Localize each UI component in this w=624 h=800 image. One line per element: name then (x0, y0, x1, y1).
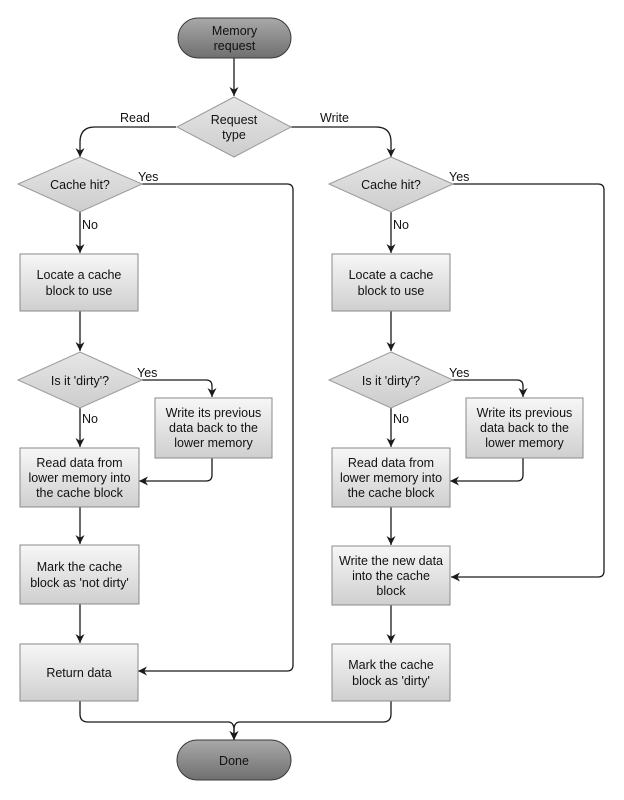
done-label: Done (219, 754, 249, 768)
write-new-line-3: block (376, 584, 406, 598)
read-return-data-block: Return data (19, 643, 139, 702)
edge-labels: Read Write Yes No Yes No Yes No Yes No (82, 111, 469, 426)
write-read-lower-line-2: lower memory into (340, 471, 442, 485)
write-write-back-line-2: data back to the (480, 421, 569, 435)
edge-label-write-hit-no: No (393, 218, 409, 232)
read-read-lower-line-3: the cache block (36, 486, 124, 500)
write-cache-hit-decision: Cache hit? (327, 156, 455, 213)
write-write-back-block: Write its previous data back to the lowe… (465, 397, 584, 459)
read-is-dirty-decision: Is it 'dirty'? (16, 351, 144, 409)
edge-label-read-hit-no: No (82, 218, 98, 232)
write-read-lower-line-3: the cache block (348, 486, 436, 500)
edge-read-branch (75, 126, 176, 157)
write-is-dirty-label: Is it 'dirty'? (362, 374, 420, 388)
write-write-back-line-3: lower memory (485, 436, 564, 450)
edge-label-read-hit-yes: Yes (138, 170, 158, 184)
request-type-label-line-2: type (222, 128, 246, 142)
read-mark-not-dirty-block: Mark the cache block as 'not dirty' (19, 544, 140, 605)
read-write-back-line-3: lower memory (174, 436, 253, 450)
edge-write-branch (291, 126, 396, 157)
edge-label-read: Read (120, 111, 150, 125)
request-type-decision: Request type (175, 96, 293, 158)
write-new-line-2: into the cache (352, 569, 430, 583)
write-new-line-1: Write the new data (339, 554, 443, 568)
read-cache-hit-label: Cache hit? (50, 178, 110, 192)
read-locate-block: Locate a cache block to use (19, 253, 139, 312)
edge-label-write-dirty-no: No (393, 412, 409, 426)
edge-read-writeback-to-readlower (139, 458, 213, 486)
read-write-back-line-2: data back to the (169, 421, 258, 435)
write-mark-line-2: block as 'dirty' (352, 674, 430, 688)
write-locate-line-1: Locate a cache (349, 268, 434, 282)
edge-read-dirty-yes (142, 379, 217, 397)
write-read-lower-line-1: Read data from (348, 456, 434, 470)
read-read-lower-line-1: Read data from (36, 456, 122, 470)
read-read-lower-block: Read data from lower memory into the cac… (19, 447, 140, 508)
read-locate-line-2: block to use (46, 284, 113, 298)
write-cache-hit-label: Cache hit? (361, 178, 421, 192)
write-is-dirty-decision: Is it 'dirty'? (327, 351, 455, 409)
start-label-line-2: request (214, 39, 256, 53)
edge-read-hit-yes (138, 183, 294, 676)
read-read-lower-line-2: lower memory into (28, 471, 130, 485)
write-new-data-block: Write the new data into the cache block (331, 545, 451, 606)
edge-label-write: Write (320, 111, 349, 125)
edge-write-writeback-to-readlower (450, 458, 524, 486)
done-node: Done (176, 739, 292, 781)
write-locate-line-2: block to use (358, 284, 425, 298)
start-label-line-1: Memory (212, 24, 258, 38)
read-is-dirty-label: Is it 'dirty'? (51, 374, 109, 388)
edge-label-read-dirty-yes: Yes (137, 366, 157, 380)
write-locate-block: Locate a cache block to use (331, 253, 451, 312)
edge-write-hit-yes (451, 183, 605, 582)
edge-label-write-hit-yes: Yes (449, 170, 469, 184)
read-locate-line-1: Locate a cache (37, 268, 122, 282)
read-write-back-line-1: Write its previous (166, 406, 262, 420)
connectors (75, 58, 605, 740)
edge-write-dirty-yes (453, 379, 528, 397)
edge-label-read-dirty-no: No (82, 412, 98, 426)
read-mark-line-1: Mark the cache (37, 560, 123, 574)
write-mark-dirty-block: Mark the cache block as 'dirty' (331, 643, 451, 702)
edge-write-mark-to-done (229, 701, 392, 740)
read-write-back-block: Write its previous data back to the lowe… (154, 397, 273, 459)
read-mark-line-2: block as 'not dirty' (30, 576, 129, 590)
write-read-lower-block: Read data from lower memory into the cac… (331, 447, 451, 508)
write-mark-line-1: Mark the cache (348, 658, 434, 672)
start-node: Memory request (177, 17, 292, 59)
read-cache-hit-decision: Cache hit? (16, 156, 144, 213)
write-write-back-line-1: Write its previous (477, 406, 573, 420)
edge-read-return-to-done (79, 701, 239, 740)
edge-label-write-dirty-yes: Yes (449, 366, 469, 380)
read-return-label: Return data (46, 666, 111, 680)
request-type-label-line-1: Request (211, 113, 258, 127)
